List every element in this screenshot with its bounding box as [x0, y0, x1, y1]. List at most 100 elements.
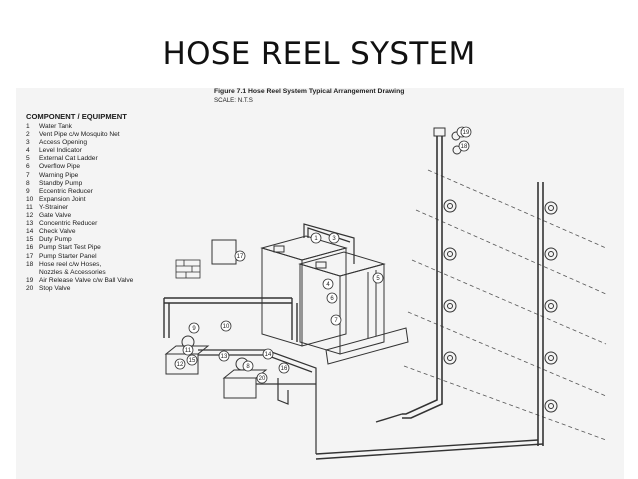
legend-item: 19 Air Release Valve c/w Ball Valve [26, 277, 133, 285]
legend-item: 15 Duty Pump [26, 236, 133, 244]
callout-circle [310, 232, 322, 244]
hose-reels-left [443, 199, 457, 365]
callout-circle [186, 354, 198, 366]
legend-item-text: Expansion Joint [39, 195, 86, 203]
riser-pipes [402, 136, 544, 446]
standby-pump [222, 357, 268, 399]
legend-item: 9 Eccentric Reducer [26, 188, 133, 196]
legend-item-number: 4 [26, 147, 30, 155]
hose-reels-right [544, 201, 558, 413]
legend-item-text: Air Release Valve c/w Ball Valve [39, 276, 134, 284]
callout-circle [330, 314, 342, 326]
callout-label: 15 [189, 358, 196, 364]
legend-item-text: Check Valve [39, 228, 76, 236]
schematic-svg: 1234567891011121314151617181920 [163, 126, 607, 460]
legend-item-number: 14 [26, 228, 34, 236]
callout-circle [278, 362, 290, 374]
legend-item-number: 19 [26, 276, 34, 284]
legend-item-number: 6 [26, 163, 30, 171]
legend-item-text: Y-Strainer [39, 203, 69, 211]
callout-label: 13 [221, 354, 228, 360]
pump-starter-panel [211, 239, 237, 265]
callout-circle [262, 348, 274, 360]
legend-item-text: Pump Start Test Pipe [39, 244, 101, 252]
legend-item-number: 10 [26, 195, 34, 203]
discharge-pipes [198, 349, 317, 454]
callout-circle [460, 126, 472, 138]
legend-item-number: 3 [26, 139, 30, 147]
legend-item-text: Overflow Pipe [39, 163, 81, 171]
legend-item: 1 Water Tank [26, 123, 133, 131]
legend-item: 6 Overflow Pipe [26, 163, 133, 171]
callout-label: 7 [334, 318, 338, 324]
legend-item: 2 Vent Pipe c/w Mosquito Net [26, 131, 133, 139]
legend-item: 16 Pump Start Test Pipe [26, 244, 133, 252]
callout-label: 20 [259, 376, 266, 382]
callout-label: 4 [326, 282, 330, 288]
callout-label: 5 [376, 276, 380, 282]
brick-wall [175, 259, 201, 279]
legend-item-number: 9 [26, 187, 30, 195]
legend-item-number: 17 [26, 252, 34, 260]
callout-circle [220, 320, 232, 332]
callout-circle [372, 272, 384, 284]
arrangement-drawing: Figure 7.1 Hose Reel System Typical Arra… [16, 88, 624, 479]
legend-item: 10 Expansion Joint [26, 196, 133, 204]
legend-item-number: 12 [26, 212, 34, 220]
figure-caption: Figure 7.1 Hose Reel System Typical Arra… [214, 88, 405, 95]
legend-item-number: 7 [26, 171, 30, 179]
supply-pipe [315, 413, 544, 460]
callout-label: 6 [330, 296, 334, 302]
legend-item-text: Nozzles & Accessories [39, 268, 106, 276]
legend-item-text: Water Tank [39, 123, 72, 130]
callout-circle [234, 250, 246, 262]
callout-label: 11 [185, 348, 192, 354]
callout-circle [188, 322, 200, 334]
legend-item-text: Warning Pipe [39, 171, 79, 179]
legend-item-text: Eccentric Reducer [39, 187, 93, 195]
legend-item-text: Duty Pump [39, 236, 72, 244]
callout-circle [242, 360, 254, 372]
legend-item-number: 16 [26, 244, 34, 252]
callout-label: 1 [314, 236, 318, 242]
legend-item-text: Standby Pump [39, 179, 83, 187]
callout-label: 19 [463, 130, 470, 136]
legend-item: 7 Warning Pipe [26, 172, 133, 180]
legend-item: Nozzles & Accessories [26, 269, 133, 277]
legend-item-text: Vent Pipe c/w Mosquito Net [39, 131, 120, 139]
callout-circle [322, 278, 334, 290]
legend-item-number: 20 [26, 284, 34, 292]
callout-label: 8 [246, 364, 250, 370]
legend-item-number: 11 [26, 203, 33, 211]
callout-label: 18 [461, 144, 468, 150]
legend-heading: COMPONENT / EQUIPMENT [26, 112, 127, 121]
water-tank-left [260, 235, 348, 347]
callout-circle [174, 358, 186, 370]
legend-item-number: 2 [26, 131, 30, 139]
callout-circle [218, 350, 230, 362]
callout-circle [182, 344, 194, 356]
legend-item-text: Pump Starter Panel [39, 252, 97, 260]
tank-plinth [325, 327, 409, 365]
slide-title: HOSE REEL SYSTEM [162, 36, 476, 72]
legend-item-text: Stop Valve [39, 284, 71, 292]
callout-circle [458, 140, 470, 152]
figure-scale: SCALE: N.T.S [214, 97, 253, 104]
callout-label: 12 [177, 362, 184, 368]
legend-item: 14 Check Valve [26, 228, 133, 236]
suction-header [163, 297, 298, 342]
legend-item-number: 18 [26, 260, 34, 268]
legend-item-number: 15 [26, 236, 34, 244]
legend-item-number: 1 [26, 123, 30, 130]
test-pipe [277, 378, 289, 405]
water-tank-right [298, 251, 386, 355]
legend-item-text: External Cat Ladder [39, 155, 98, 163]
legend-item-text: Level Indicator [39, 147, 82, 155]
callout-label: 16 [281, 366, 288, 372]
